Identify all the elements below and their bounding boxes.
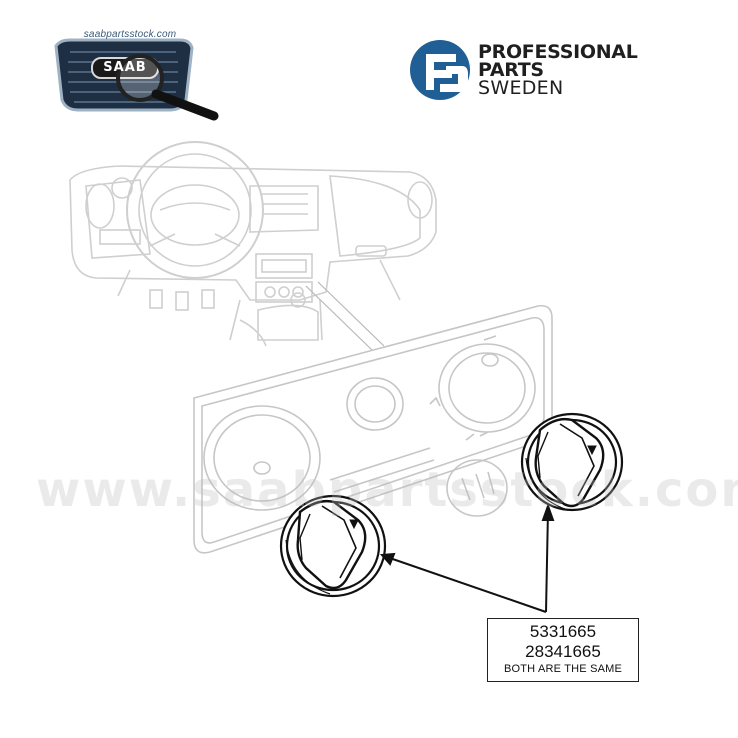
part-number-callout: 5331665 28341665 BOTH ARE THE SAME	[487, 618, 639, 682]
saab-logo-graphic	[54, 38, 219, 121]
zoom-leader-lines	[305, 281, 385, 351]
saab-badge-text: SAAB	[103, 60, 147, 75]
knob-left	[279, 494, 387, 598]
magnifier-icon	[116, 54, 219, 121]
callout-note: BOTH ARE THE SAME	[503, 663, 623, 675]
pps-monogram-icon	[410, 40, 470, 100]
brand-line-3: SWEDEN	[478, 77, 564, 99]
part-number-2: 28341665	[525, 642, 601, 661]
knob-right	[520, 412, 624, 512]
brand-wordmark: PROFESSIONAL PARTS SWEDEN	[478, 41, 638, 99]
callout-arrows	[379, 503, 555, 613]
saab-url-text: saabpartsstock.com	[83, 29, 177, 40]
brand-line-1: PROFESSIONAL	[478, 41, 638, 63]
watermark: www.saabpartsstock.com	[36, 462, 738, 518]
brand-line-2: PARTS	[478, 59, 544, 81]
part-number-1: 5331665	[529, 622, 597, 641]
dashboard-overview	[69, 141, 437, 347]
